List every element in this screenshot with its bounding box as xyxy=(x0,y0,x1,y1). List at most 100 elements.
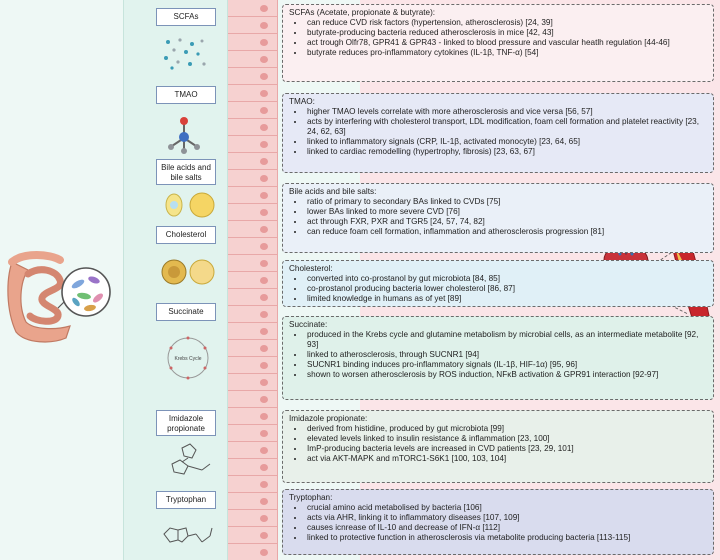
scfa-molecules-icon xyxy=(164,38,206,70)
cell-nucleus xyxy=(260,124,268,131)
list-item: crucial amino acid metabolised by bacter… xyxy=(305,503,707,513)
bullet-list: produced in the Krebs cycle and glutamin… xyxy=(305,330,707,380)
list-item: linked to inflammatory signals (CRP, IL-… xyxy=(305,137,707,147)
cell-nucleus xyxy=(260,311,268,318)
cell-nucleus xyxy=(260,175,268,182)
list-item: lower BAs linked to more severe CVD [76] xyxy=(305,207,707,217)
label-tmao: TMAO xyxy=(156,86,216,104)
list-item: SUCNR1 binding induces pro-inflammatory … xyxy=(305,360,707,370)
cell-nucleus xyxy=(260,243,268,250)
epithelial-cell xyxy=(228,323,278,340)
epithelial-cell xyxy=(228,527,278,544)
list-item: elevated levels linked to insulin resist… xyxy=(305,434,707,444)
cell-nucleus xyxy=(260,260,268,267)
epithelial-cell xyxy=(228,187,278,204)
info-box-bile-acids: Bile acids and bile salts: ratio of prim… xyxy=(282,183,714,253)
epithelial-cell xyxy=(228,408,278,425)
epithelial-cell xyxy=(228,391,278,408)
epithelial-cell xyxy=(228,289,278,306)
cell-nucleus xyxy=(260,532,268,539)
epithelial-cell xyxy=(228,68,278,85)
intestine-shape xyxy=(7,261,71,343)
cell-nucleus xyxy=(260,379,268,386)
label-imidazole-propionate: Imidazole propionate xyxy=(156,410,216,436)
label-cholesterol: Cholesterol xyxy=(156,226,216,244)
epithelial-cell xyxy=(228,102,278,119)
cell-nucleus xyxy=(260,447,268,454)
bullet-list: ratio of primary to secondary BAs linked… xyxy=(305,197,707,237)
epithelial-cell xyxy=(228,306,278,323)
list-item: acts by interfering with cholesterol tra… xyxy=(305,117,707,137)
lipoprotein-icon xyxy=(161,259,215,285)
epithelial-cell xyxy=(228,510,278,527)
bullet-list: converted into co-prostanol by gut micro… xyxy=(305,274,707,304)
cell-nucleus xyxy=(260,22,268,29)
bullet-list: can reduce CVD risk factors (hypertensio… xyxy=(305,18,707,58)
label-scfas: SCFAs xyxy=(156,8,216,26)
info-box-imidazole-propionate: Imidazole propionate: derived from histi… xyxy=(282,410,714,483)
cell-nucleus xyxy=(260,464,268,471)
bile-salt-micelle-icon xyxy=(165,192,215,218)
cell-nucleus xyxy=(260,56,268,63)
cell-nucleus xyxy=(260,362,268,369)
epithelial-cell xyxy=(228,459,278,476)
epithelial-cell xyxy=(228,425,278,442)
list-item: can reduce CVD risk factors (hypertensio… xyxy=(305,18,707,28)
epithelial-cell xyxy=(228,238,278,255)
box-heading: Succinate: xyxy=(289,320,328,329)
cell-nucleus xyxy=(260,345,268,352)
tmao-molecule-icon xyxy=(168,117,200,154)
epithelial-cell xyxy=(228,17,278,34)
list-item: linked to protective function in atheros… xyxy=(305,533,707,543)
label-bile-acids: Bile acids and bile salts xyxy=(156,159,216,185)
epithelial-cell xyxy=(228,119,278,136)
small-intestine-loops xyxy=(24,266,64,325)
tryptophan-structure-icon xyxy=(163,527,213,543)
cell-nucleus xyxy=(260,107,268,114)
bullet-list: higher TMAO levels correlate with more a… xyxy=(305,107,707,157)
box-heading: TMAO: xyxy=(289,97,315,106)
epithelial-cell xyxy=(228,0,278,17)
cell-nucleus xyxy=(260,209,268,216)
box-heading: Cholesterol: xyxy=(289,264,333,273)
cell-nucleus xyxy=(260,396,268,403)
cell-nucleus xyxy=(260,90,268,97)
epithelial-cell xyxy=(228,34,278,51)
list-item: causes icnrease of IL-10 and decrease of… xyxy=(305,523,707,533)
list-item: shown to worsen atherosclerosis by ROS i… xyxy=(305,370,707,380)
epithelial-cell xyxy=(228,255,278,272)
info-box-scfas: SCFAs (Acetate, propionate & butyrate): … xyxy=(282,4,714,82)
list-item: act via AKT-MAPK and mTORC1-S6K1 [100, 1… xyxy=(305,454,707,464)
list-item: derived from histidine, produced by gut … xyxy=(305,424,707,434)
list-item: ratio of primary to secondary BAs linked… xyxy=(305,197,707,207)
cell-nucleus xyxy=(260,549,268,556)
cell-nucleus xyxy=(260,158,268,165)
box-heading: SCFAs (Acetate, propionate & butyrate): xyxy=(289,8,436,17)
list-item: produced in the Krebs cycle and glutamin… xyxy=(305,330,707,350)
epithelial-cell xyxy=(228,374,278,391)
info-box-cholesterol: Cholesterol: converted into co-prostanol… xyxy=(282,260,714,307)
box-heading: Imidazole propionate: xyxy=(289,414,368,423)
list-item: linked to atherosclerosis, through SUCNR… xyxy=(305,350,707,360)
list-item: can reduce foam cell formation, inflamma… xyxy=(305,227,707,237)
cell-nucleus xyxy=(260,328,268,335)
list-item: butyrate reduces pro-inflammatory cytoki… xyxy=(305,48,707,58)
info-box-tmao: TMAO: higher TMAO levels correlate with … xyxy=(282,93,714,173)
epithelial-cell xyxy=(228,493,278,510)
epithelial-cell xyxy=(228,340,278,357)
cell-nucleus xyxy=(260,73,268,80)
cell-nucleus xyxy=(260,226,268,233)
epithelial-cell xyxy=(228,357,278,374)
cell-nucleus xyxy=(260,430,268,437)
list-item: converted into co-prostanol by gut micro… xyxy=(305,274,707,284)
imidazole-structure-icon xyxy=(171,443,211,475)
epithelial-cell xyxy=(228,51,278,68)
list-item: ImP-producing bacteria levels are increa… xyxy=(305,444,707,454)
cell-nucleus xyxy=(260,498,268,505)
box-heading: Bile acids and bile salts: xyxy=(289,187,377,196)
epithelial-cell xyxy=(228,204,278,221)
cell-nucleus xyxy=(260,39,268,46)
bullet-list: derived from histidine, produced by gut … xyxy=(305,424,707,464)
epithelial-cell xyxy=(228,442,278,459)
epithelial-cell xyxy=(228,476,278,493)
